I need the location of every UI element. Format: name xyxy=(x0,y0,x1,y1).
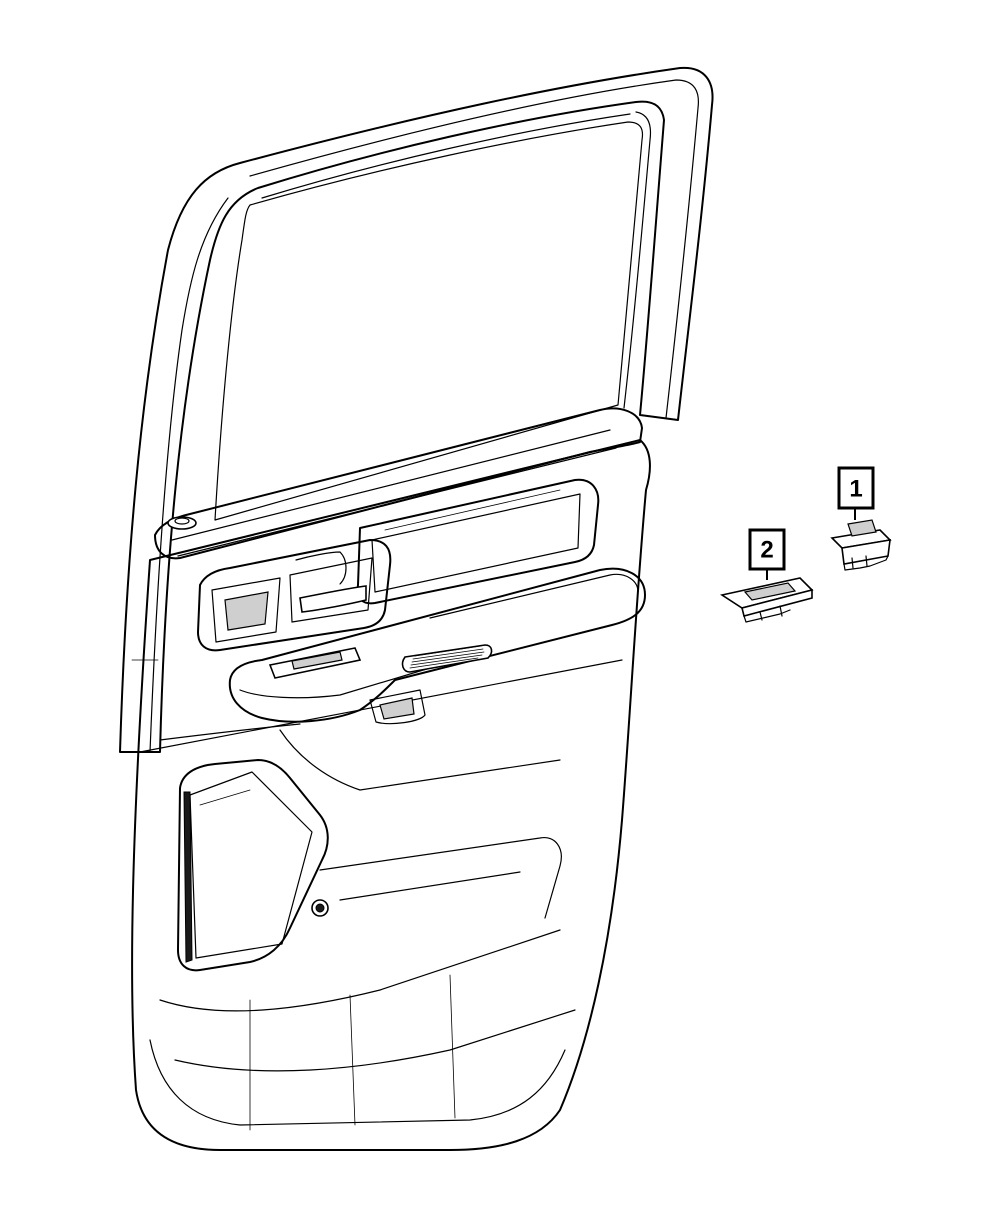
door-handle-housing xyxy=(197,539,392,652)
lock-knob-icon xyxy=(167,516,197,530)
callout-1-label: 1 xyxy=(849,476,862,503)
callout-1: 1 xyxy=(837,466,875,520)
part-1-window-switch xyxy=(830,519,892,571)
door-handle-icon xyxy=(299,585,367,613)
callout-2-label: 2 xyxy=(760,537,773,564)
callout-2-box xyxy=(748,528,786,571)
door-frame xyxy=(119,66,714,753)
callout-1-box xyxy=(837,466,875,510)
map-pocket xyxy=(177,729,562,972)
armrest xyxy=(228,567,646,725)
trim-panel-body xyxy=(131,439,651,1151)
part-2-switch-bezel xyxy=(719,577,814,623)
speaker-grille-icon xyxy=(409,645,485,669)
callout-2: 2 xyxy=(748,528,786,580)
belt-trim xyxy=(154,407,643,560)
upper-recess xyxy=(356,478,600,605)
